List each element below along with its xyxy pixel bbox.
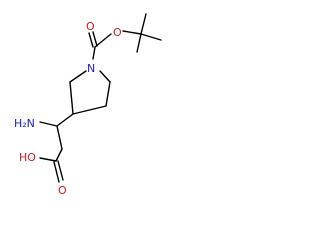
bond-acid-to-hydroxyl [39,157,57,162]
bond-alpha-to-ch2 [56,125,63,150]
bond-alpha-to-amine [39,121,58,127]
bond-c3-to-alpha [56,113,74,127]
atom-ester-oxygen: O [113,26,122,39]
bond-carbonyl-double-a [88,32,94,48]
atom-labels: N O O H₂N HO O [14,20,122,197]
bond-n-to-c2 [69,70,87,83]
bonds [39,13,162,183]
bond-c4-to-c5 [105,81,111,107]
bond-c2-to-c3 [69,81,74,115]
bond-c5-to-n [99,70,111,83]
bond-oxygen-to-carbonyl-carbon [94,33,112,48]
bond-c3-to-c4 [72,105,107,115]
bond-ch2-to-acid-carbon [55,148,63,162]
atom-carbonyl-oxygen: O [86,20,95,33]
bond-carbonyl-double-b [92,31,98,47]
bond-acid-double-b [57,160,64,181]
atom-nitrogen: N [87,62,95,75]
atom-amine: H₂N [14,117,35,130]
atom-acid-hydroxyl: HO [19,151,36,164]
bond-acid-double-a [53,161,60,183]
bond-carbonyl-to-nitrogen [92,46,96,60]
bond-tbu-methyl-right [140,33,162,41]
bond-tbu-to-oxygen [122,30,142,35]
atom-acid-carbonyl-oxygen: O [58,184,67,197]
bond-tbu-methyl-top [140,13,147,35]
chemical-structure: N O O H₂N HO O [14,13,162,197]
bond-tbu-methyl-down [136,33,142,53]
